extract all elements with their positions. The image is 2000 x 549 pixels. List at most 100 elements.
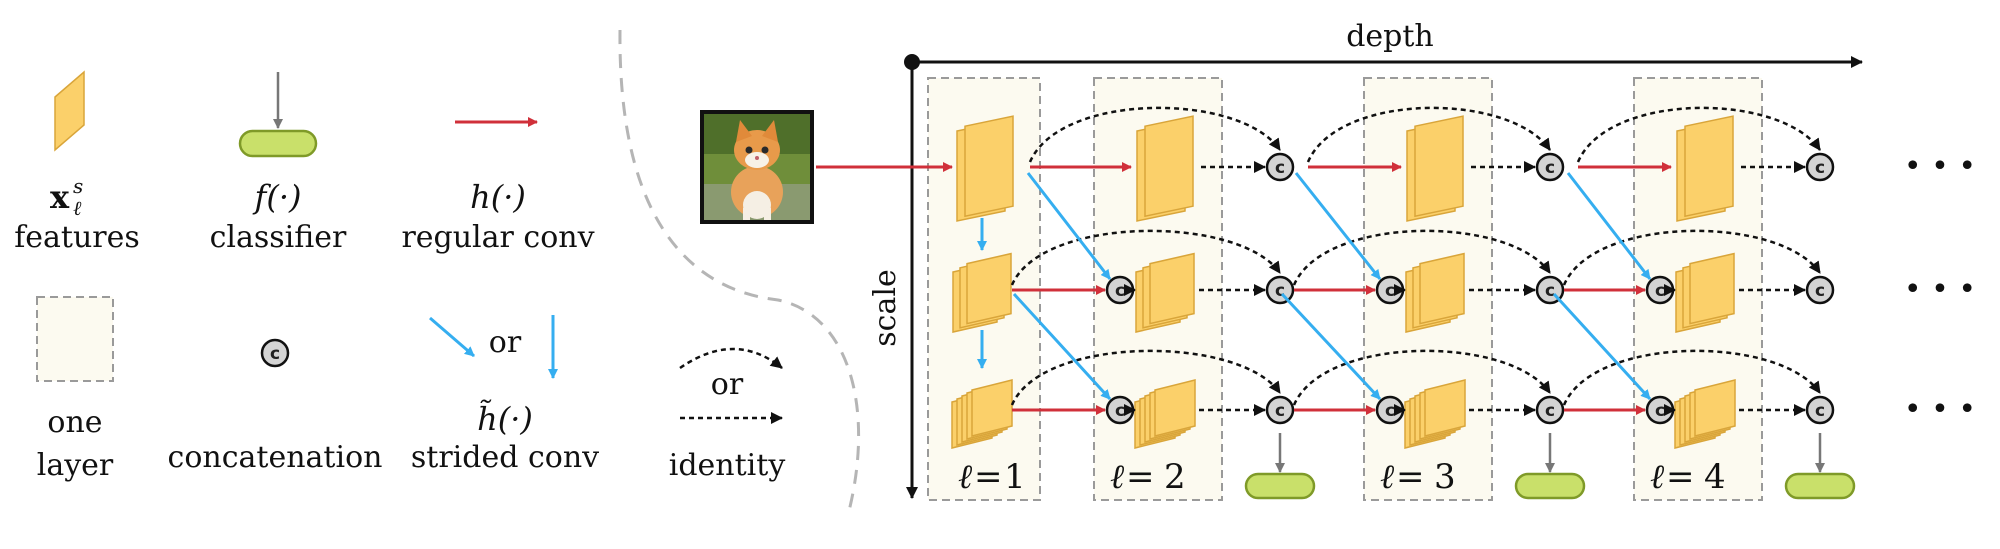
layer-label-1-eq: = — [974, 457, 1003, 497]
layer-label-3: ℓ = 3 — [1380, 457, 1456, 497]
legend-regular-conv: h(·) regular conv — [401, 117, 595, 255]
input-image — [700, 110, 814, 224]
layer-label-2-eq: = — [1126, 457, 1155, 497]
legend-identity: or identity — [669, 347, 786, 483]
one-layer-label-1: one — [47, 405, 102, 440]
concat-icon — [260, 338, 290, 368]
separator-curve — [618, 29, 860, 516]
strided-conv-row2-row3-l2 — [1012, 292, 1112, 401]
features-subscript: ℓ — [73, 196, 82, 220]
feature-map-l1-s1 — [956, 115, 1014, 222]
strided-conv-row1-row2-l2 — [1026, 172, 1112, 280]
feature-map-l1-s3-sheet — [971, 379, 1013, 437]
classifier-l2 — [1244, 472, 1316, 500]
feature-map-l2-s1 — [1136, 115, 1194, 222]
concat-row1-l4: c — [1805, 152, 1835, 182]
feature-map-l3-s3-sheet — [1424, 379, 1466, 437]
strided-conv-symbol: h̃(·) — [477, 400, 533, 438]
feature-map-l4-s3 — [1674, 379, 1736, 449]
identity-skip-row1-l4 — [1576, 106, 1822, 163]
layer-label-1: ℓ = 1 — [958, 457, 1026, 497]
regular-conv-symbol: h(·) — [470, 178, 526, 216]
features-symbol: x — [50, 178, 70, 216]
concat-row2-l2-circle — [1265, 275, 1295, 305]
concat-mid-row2-l3: c — [1375, 275, 1405, 305]
layer-label-4: ℓ = 4 — [1650, 457, 1726, 497]
feature-map-l2-s3 — [1134, 379, 1196, 449]
layer-label-2-ell: ℓ — [1110, 457, 1124, 497]
concat-row1-l2-glyph: c — [1275, 158, 1285, 178]
concat-row3-l3-circle — [1535, 395, 1565, 425]
strided-conv-row1-row2-l3 — [1294, 172, 1382, 280]
layer-label-3-ell: ℓ — [1380, 457, 1394, 497]
concat-mid-row3-l3-glyph: c — [1385, 401, 1395, 421]
concat-mid-row3-l4-glyph: c — [1655, 401, 1665, 421]
concat-row3-l2: c — [1265, 395, 1295, 425]
concat-row3-l4: c — [1805, 395, 1835, 425]
identity-skip-row1-l2 — [1028, 106, 1282, 163]
layer-label-1-num: 1 — [1004, 457, 1026, 497]
feature-map-l1-s1-sheet — [964, 115, 1014, 218]
layer-label-1-ell: ℓ — [958, 457, 972, 497]
feature-map-l3-s2 — [1405, 252, 1465, 333]
strided-conv-row2-row3-l4 — [1552, 292, 1652, 401]
layer-label-4-eq: = — [1666, 457, 1695, 497]
strided-or: or — [489, 325, 522, 360]
features-label: features — [14, 220, 140, 255]
classifier-l3 — [1514, 472, 1586, 500]
feature-map-l3-s1-sheet — [1414, 115, 1464, 218]
ellipsis-row-3: • • • — [1904, 392, 1976, 427]
feature-map-icon — [54, 70, 85, 152]
concat-row3-l2-circle — [1265, 395, 1295, 425]
ellipsis-row-2: • • • — [1904, 272, 1976, 307]
strided-conv-row1-row2-l4 — [1566, 172, 1652, 280]
concat-row1-l3-circle — [1535, 152, 1565, 182]
classifier-label: classifier — [210, 220, 347, 255]
identity-skip-row2-l3 — [1292, 229, 1552, 286]
concat-row1-l3-glyph: c — [1545, 158, 1555, 178]
concat-mid-row2-l3-glyph: c — [1385, 281, 1395, 301]
scale-label: scale — [868, 269, 903, 346]
concat-row2-l2: c — [1265, 275, 1295, 305]
legend-concatenation: c concatenation — [168, 338, 382, 475]
legend-features: x s ℓ features — [14, 70, 140, 255]
concat-row3-l4-circle — [1805, 395, 1835, 425]
concat-row3-l3: c — [1535, 395, 1565, 425]
classifier-icon — [238, 129, 318, 158]
concat-row1-l4-circle — [1805, 152, 1835, 182]
feature-map-l4-s2-sheet — [1689, 252, 1735, 325]
concat-row2-l3-glyph: c — [1545, 281, 1555, 301]
concat-row3-l4-glyph: c — [1815, 401, 1825, 421]
feature-map-l2-s1-sheet — [1144, 115, 1194, 218]
identity-label: identity — [669, 448, 786, 483]
feature-map-l2-s2-sheet — [1149, 252, 1195, 325]
legend-classifier: f(·) classifier — [210, 72, 347, 255]
depth-label: depth — [1346, 19, 1434, 54]
concat-row2-l4-circle — [1805, 275, 1835, 305]
feature-map-l3-s1 — [1406, 115, 1464, 222]
ellipsis-row-1: • • • — [1904, 149, 1976, 184]
layer-label-4-ell: ℓ — [1650, 457, 1664, 497]
feature-map-l1-s2 — [952, 252, 1012, 333]
concat-row2-l2-glyph: c — [1275, 281, 1285, 301]
legend: x s ℓ features f(·) classifier h(·) regu… — [14, 70, 786, 483]
concat-row1-l2: c — [1265, 152, 1295, 182]
regular-conv-label: regular conv — [401, 220, 594, 255]
concat-mid-row3-l4: c — [1645, 395, 1675, 425]
concat-glyph: c — [270, 344, 280, 364]
feature-map-l4-s1-sheet — [1684, 115, 1734, 218]
feature-map-l1-s2-sheet — [966, 252, 1012, 325]
concat-mid-row3-l2: c — [1105, 395, 1135, 425]
dotted-curved-arrow-icon — [679, 347, 783, 370]
layer-label-3-num: 3 — [1434, 457, 1456, 497]
legend-strided-conv: or h̃(·) strided conv — [411, 315, 599, 475]
concat-mid-row3-l3: c — [1375, 395, 1405, 425]
classifier-l4 — [1784, 472, 1856, 500]
axis-origin — [904, 54, 920, 70]
concat-mid-row2-l4-glyph: c — [1655, 281, 1665, 301]
legend-one-layer: one layer — [36, 296, 114, 483]
feature-map-l1-s3 — [951, 379, 1013, 449]
identity-skip-row3-l4 — [1562, 349, 1822, 406]
